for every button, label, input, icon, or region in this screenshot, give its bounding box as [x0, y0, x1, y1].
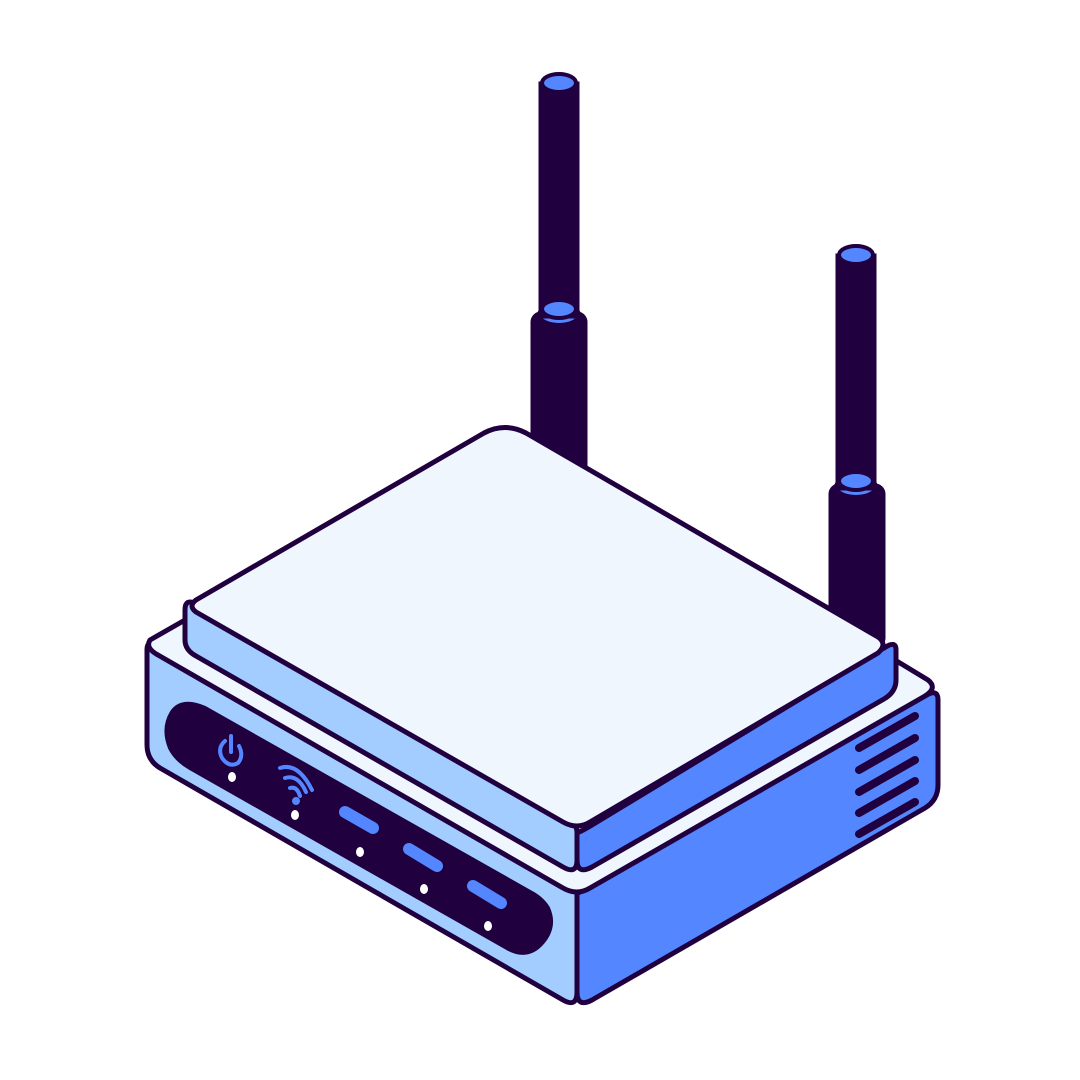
- lid-top-face: [189, 425, 886, 829]
- port-indicator-icon: [339, 806, 379, 834]
- port-indicator-icon: [403, 843, 443, 872]
- wifi-led-icon: [291, 810, 299, 820]
- port-led-icon: [484, 921, 492, 931]
- router-middle: [182, 599, 899, 873]
- power-icon: [218, 734, 244, 767]
- wifi-icon: [278, 765, 314, 805]
- antenna-right: [828, 244, 886, 649]
- port-led-icon: [420, 884, 428, 894]
- middle-right-face: [574, 642, 899, 873]
- vent-icon: [855, 712, 919, 838]
- port-indicator-icon: [467, 880, 507, 909]
- port-led-icon: [356, 847, 364, 857]
- front-panel: [164, 701, 554, 955]
- router-top-lid: [189, 425, 886, 829]
- power-led-icon: [228, 772, 236, 782]
- antenna-left: [530, 72, 588, 477]
